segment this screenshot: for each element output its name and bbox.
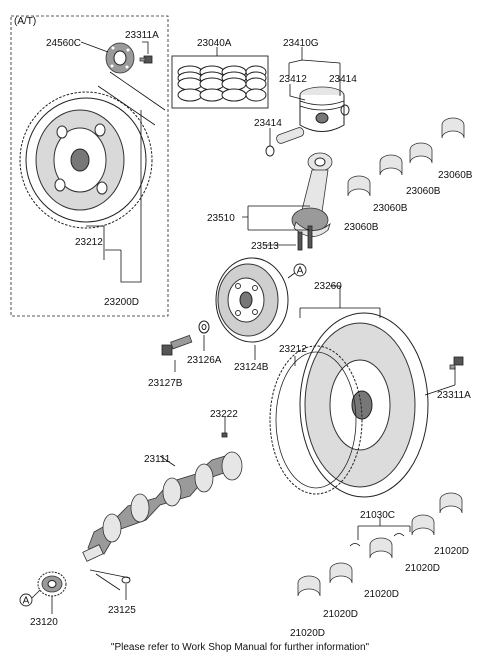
piston-rings-drawing xyxy=(171,55,269,109)
label-23510: 23510 xyxy=(207,213,235,224)
connecting-rod-drawing xyxy=(291,152,333,249)
label-23124B: 23124B xyxy=(234,362,269,373)
label-23126A: 23126A xyxy=(187,355,222,366)
label-23412: 23412 xyxy=(279,74,307,85)
crank-sprocket-drawing xyxy=(37,571,67,597)
label-21020D-2: 21020D xyxy=(405,563,440,574)
box-label: (A/T) xyxy=(14,16,36,27)
main-bearings-drawing xyxy=(297,492,463,597)
label-23125: 23125 xyxy=(108,605,136,616)
ref-marker-a-pulley-text: A xyxy=(297,266,304,277)
label-23040A: 23040A xyxy=(197,38,232,49)
label-23414-left: 23414 xyxy=(254,118,282,129)
label-21020D-3: 21020D xyxy=(364,589,399,600)
flywheel-bolt-mid-drawing xyxy=(449,356,464,370)
label-23260: 23260 xyxy=(314,281,342,292)
drive-plate-drawing xyxy=(19,91,153,229)
label-23311A-mid: 23311A xyxy=(437,390,471,401)
leader-lines xyxy=(31,41,456,614)
label-21020D-4: 21020D xyxy=(323,609,358,620)
footer-note: "Please refer to Work Shop Manual for fu… xyxy=(111,642,370,653)
rod-bolt-drawing xyxy=(297,231,303,251)
label-23200D: 23200D xyxy=(104,297,139,308)
crankshaft-drawing xyxy=(82,451,243,562)
label-21020D-5: 21020D xyxy=(290,628,325,639)
label-24560C: 24560C xyxy=(46,38,81,49)
label-23060B-2: 23060B xyxy=(406,186,441,197)
at-dashed-box xyxy=(10,15,169,317)
label-23212-mid: 23212 xyxy=(279,344,307,355)
label-23222: 23222 xyxy=(210,409,238,420)
label-23060B-4: 23060B xyxy=(344,222,379,233)
label-23120: 23120 xyxy=(30,617,58,628)
label-23111: 23111 xyxy=(144,454,171,465)
crank-pulley-drawing xyxy=(215,257,289,343)
piston-assembly-drawing xyxy=(265,86,350,157)
label-23311A-top: 23311A xyxy=(125,30,159,41)
label-23060B-1: 23060B xyxy=(438,170,473,181)
ref-marker-a-pulley xyxy=(293,263,307,277)
label-23513: 23513 xyxy=(251,241,279,252)
label-21020D-1: 21020D xyxy=(434,546,469,557)
label-23410G: 23410G xyxy=(283,38,319,49)
rod-bearings-drawing xyxy=(347,117,465,197)
label-21030C: 21030C xyxy=(360,510,395,521)
ref-marker-a-gear xyxy=(19,593,33,607)
key-drawing xyxy=(221,432,228,438)
label-23414-right: 23414 xyxy=(329,74,357,85)
label-23127B: 23127B xyxy=(148,378,183,389)
washer-hole xyxy=(201,324,207,330)
flywheel-drawing xyxy=(269,312,429,498)
ref-marker-a-gear-text: A xyxy=(23,596,30,607)
flywheel-bolt-top-drawing xyxy=(139,55,153,64)
label-23212-top: 23212 xyxy=(75,237,103,248)
label-23060B-3: 23060B xyxy=(373,203,408,214)
pulley-bolt-drawing xyxy=(161,334,193,356)
adapter-plate-drawing xyxy=(105,42,135,74)
